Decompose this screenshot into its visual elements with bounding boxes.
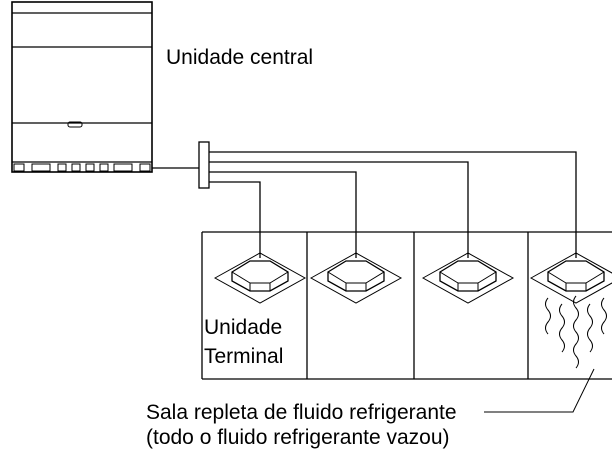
leak-room-label-line2: (todo o fluido refrigerante vazou) <box>146 426 450 449</box>
terminal-unit-1 <box>213 252 307 304</box>
terminal-unit-label-line1: Unidade <box>204 316 282 339</box>
central-unit-label: Unidade central <box>166 46 313 69</box>
terminal-unit-label-line2: Terminal <box>204 345 283 368</box>
leak-room-label-line1: Sala repleta de fluido refrigerante <box>146 401 457 424</box>
terminal-unit-4-leaking <box>529 252 612 304</box>
leak-room-leader-line <box>484 368 595 413</box>
terminal-unit-2 <box>309 252 403 304</box>
building <box>201 231 612 380</box>
central-unit <box>11 1 153 173</box>
refrigerant-leak-waves <box>545 295 607 369</box>
refrigerant-piping <box>152 141 577 258</box>
terminal-unit-3 <box>421 252 515 304</box>
